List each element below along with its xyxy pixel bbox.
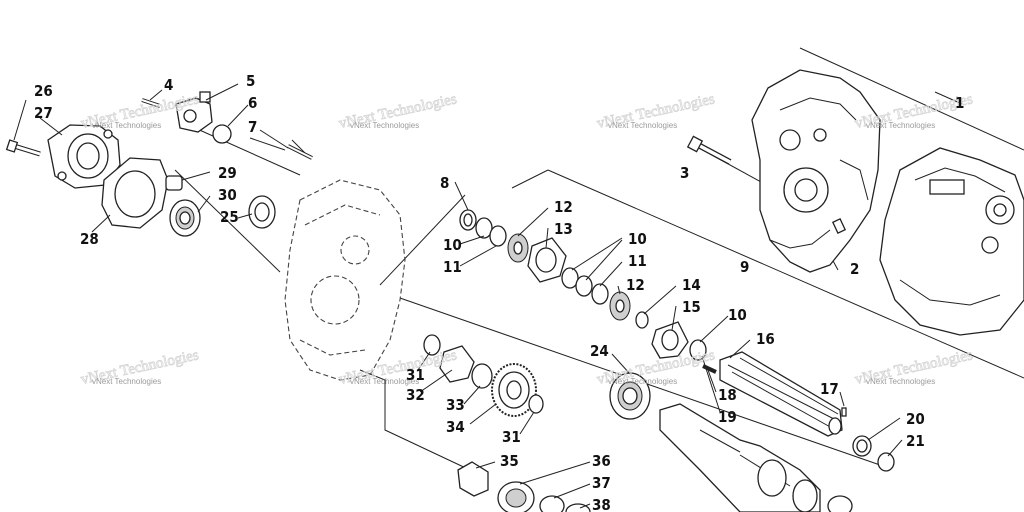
bearing-33 [471, 363, 493, 389]
callout-33: 33 [446, 396, 465, 414]
callout-26: 26 [34, 82, 53, 100]
callout-5: 5 [246, 72, 255, 90]
washer-11a [489, 225, 507, 247]
callout-19: 19 [718, 408, 737, 426]
nut-35 [457, 461, 489, 497]
callout-10-b: 10 [628, 230, 647, 248]
gear-13 [527, 237, 567, 283]
circlip-10c [689, 339, 707, 361]
callout-labels: 1 2 3 4 5 6 7 8 9 10 10 10 11 11 12 12 1… [34, 72, 964, 512]
washer-20 [852, 435, 872, 457]
watermark-3: vNext Technologies [608, 121, 677, 130]
callout-3: 3 [680, 164, 689, 182]
callout-18: 18 [718, 386, 737, 404]
circlip-10a [475, 217, 493, 239]
circlip-21 [877, 452, 895, 472]
key-17 [841, 407, 847, 417]
callout-30: 30 [218, 186, 237, 204]
output-shaft [659, 403, 853, 512]
callout-10-a: 10 [443, 236, 462, 254]
callout-24: 24 [590, 342, 609, 360]
callout-37: 37 [592, 474, 611, 492]
gasket-28 [101, 157, 169, 229]
watermark-4: vNext Technologies [866, 121, 935, 130]
callout-32: 32 [406, 386, 425, 404]
center-case-ghost [284, 179, 406, 381]
case-half-lower [879, 147, 1024, 336]
callout-38: 38 [592, 496, 611, 512]
washer-11b [575, 275, 593, 297]
watermark-5: vNext Technologies [92, 377, 161, 386]
watermark-1: vNext Technologies [92, 121, 161, 130]
circlip-31a [423, 334, 441, 356]
bolt-3 [686, 135, 732, 165]
bushing-15 [651, 321, 689, 359]
callout-2: 2 [850, 260, 859, 278]
washer-11c [591, 283, 609, 305]
o-ring-6 [212, 124, 232, 144]
callout-14: 14 [682, 276, 701, 294]
pin-18 [702, 364, 717, 374]
washer-8 [459, 209, 477, 231]
callout-9: 9 [740, 258, 749, 276]
clip-14 [635, 311, 649, 329]
callout-4: 4 [164, 76, 173, 94]
callout-16: 16 [756, 330, 775, 348]
bushing-29 [165, 175, 183, 191]
screw-7 [287, 144, 313, 160]
callout-6: 6 [248, 94, 257, 112]
callout-13: 13 [554, 220, 573, 238]
sensor-5 [175, 91, 213, 133]
spring-12a [507, 233, 529, 263]
bearing-cover-27 [47, 124, 121, 189]
callout-36: 36 [592, 452, 611, 470]
gear-34 [491, 363, 537, 417]
circlip-10b [561, 267, 579, 289]
watermark-2: vNext Technologies [350, 121, 419, 130]
callout-7: 7 [248, 118, 257, 136]
bearing-30 [169, 199, 201, 237]
callout-12-a: 12 [554, 198, 573, 216]
callout-35: 35 [500, 452, 519, 470]
callout-20: 20 [906, 410, 925, 428]
callout-leaders [13, 83, 903, 509]
callout-8: 8 [440, 174, 449, 192]
watermark-7: vNext Technologies [608, 377, 677, 386]
callout-12-b: 12 [626, 276, 645, 294]
case-half-upper [751, 69, 881, 273]
bolt-26 [5, 139, 41, 157]
callout-34: 34 [446, 418, 465, 436]
screw-4 [141, 98, 161, 108]
callout-25: 25 [220, 208, 239, 226]
shaft-16 [719, 351, 843, 437]
callout-10-c: 10 [728, 306, 747, 324]
callout-28: 28 [80, 230, 99, 248]
bearing-24 [609, 372, 651, 420]
watermark-6: vNext Technologies [350, 377, 419, 386]
spring-12b [609, 291, 631, 321]
callout-27: 27 [34, 104, 53, 122]
bearing-36 [497, 481, 535, 512]
callout-17: 17 [820, 380, 839, 398]
callout-31-a: 31 [406, 366, 425, 384]
callout-15: 15 [682, 298, 701, 316]
callout-11-a: 11 [443, 258, 462, 276]
washer-37 [539, 495, 565, 512]
seal-25 [248, 195, 276, 229]
circlip-31b [528, 394, 544, 414]
callout-11-b: 11 [628, 252, 647, 270]
callout-29: 29 [218, 164, 237, 182]
callout-31-b: 31 [502, 428, 521, 446]
watermark-8: vNext Technologies [866, 377, 935, 386]
callout-1: 1 [955, 94, 964, 112]
callout-21: 21 [906, 432, 925, 450]
